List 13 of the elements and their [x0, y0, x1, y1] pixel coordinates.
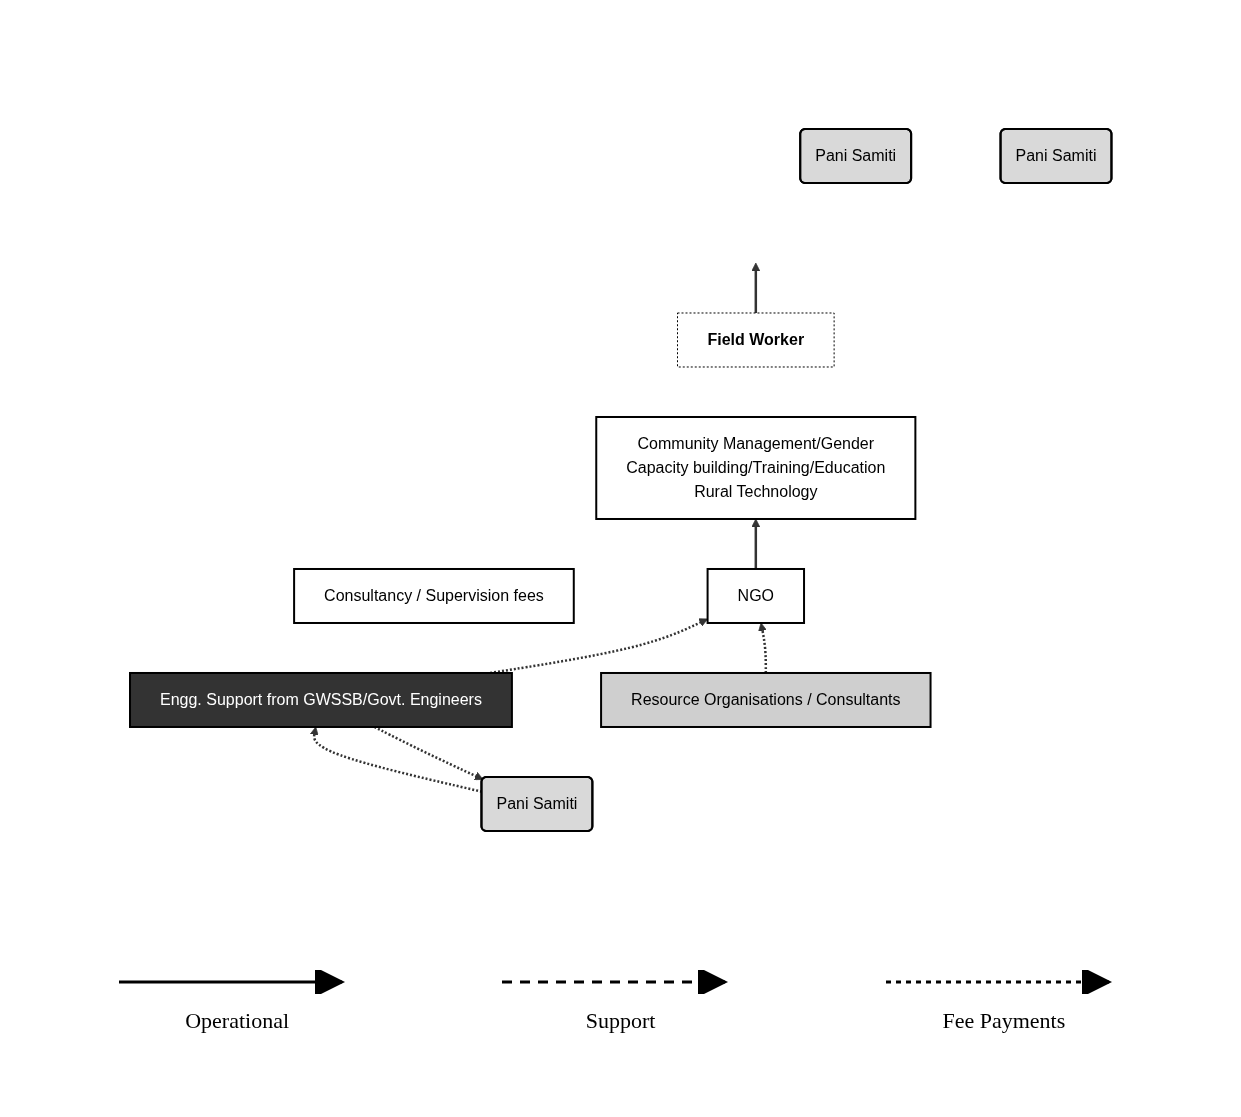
node-box: NGO — [706, 568, 805, 624]
legend-label: Support — [585, 1008, 656, 1034]
arrow — [373, 725, 484, 781]
node-box: Resource Organisations / Consultants — [599, 672, 932, 728]
arrow — [751, 518, 760, 569]
legend-label: Fee Payments — [942, 1008, 1066, 1034]
node-box: Engg. Support from GWSSB/Govt. Engineers — [128, 672, 513, 728]
arrow — [309, 726, 482, 793]
legend-label: Operational — [185, 1008, 290, 1034]
arrow — [751, 262, 760, 313]
node-box: Community Management/Gender Capacity building/Training/Education Rural Technology — [595, 416, 917, 520]
node-box: Field Worker — [676, 312, 835, 368]
node-box: Consultancy / Supervision fees — [292, 568, 575, 624]
